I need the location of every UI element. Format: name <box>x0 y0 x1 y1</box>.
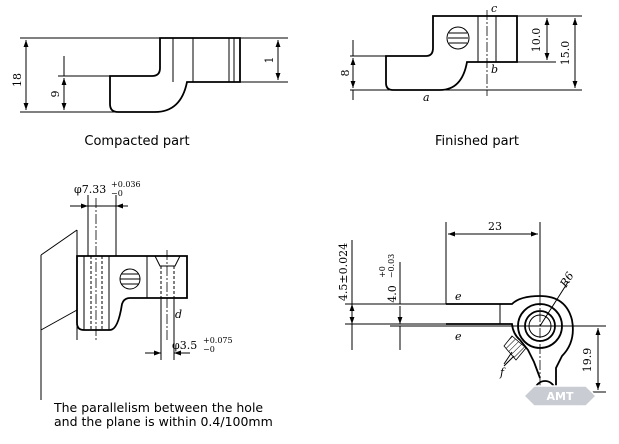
tool-height2-dim: 4.0 <box>386 285 399 303</box>
tool-radius-dim: R6 <box>557 270 577 291</box>
fixture-large-dia-tol-up: +0.036 <box>111 180 141 189</box>
fixture-large-dia-tol-low: −0 <box>111 189 123 198</box>
tool-width-dim: 23 <box>488 220 502 233</box>
fixture-label-d: d <box>175 308 182 321</box>
watermark-badge: AMT <box>522 385 598 407</box>
compacted-part-view: 18 9 1 <box>11 37 288 113</box>
compacted-height-dim: 18 <box>11 73 24 87</box>
finished-surface-c: c <box>491 2 497 15</box>
parallelism-note-line1: The parallelism between the hole <box>53 400 263 415</box>
compacted-caption: Compacted part <box>84 134 189 149</box>
finished-part-view: 8 10.0 15.0 a b c <box>339 2 582 104</box>
fixture-small-dia-tol-low: −0 <box>203 345 215 354</box>
finished-total-dim: 15.0 <box>559 41 572 66</box>
fixture-view <box>40 195 190 400</box>
compacted-lower-dim: 9 <box>49 91 62 98</box>
tool-height2-tol-low: −0.03 <box>387 254 396 279</box>
compacted-step-dim: 1 <box>263 57 276 64</box>
parallelism-note-line2: and the plane is within 0.4/100mm <box>54 414 273 429</box>
fixture-small-dia-tol-up: +0.075 <box>203 336 233 345</box>
fixture-large-dia: φ7.33 <box>74 183 106 196</box>
finished-base-dim: 8 <box>339 70 352 77</box>
tool-label-e-bottom: e <box>455 330 462 343</box>
fixture-small-dia: φ3.5 <box>172 339 197 352</box>
tool-label-e-top: e <box>455 290 462 303</box>
svg-text:AMT: AMT <box>547 390 574 403</box>
finished-surface-b: b <box>491 63 498 76</box>
finished-caption: Finished part <box>435 134 519 149</box>
tool-label-f: f <box>499 366 506 379</box>
tool-height1-dim: 4.5±0.024 <box>337 243 350 301</box>
tool-lower-dim: 19.9 <box>581 348 594 373</box>
finished-upper-dim: 10.0 <box>530 28 543 53</box>
tool-view <box>345 222 606 402</box>
finished-surface-a: a <box>423 91 430 104</box>
tool-height2-tol-up: +0 <box>378 266 387 278</box>
